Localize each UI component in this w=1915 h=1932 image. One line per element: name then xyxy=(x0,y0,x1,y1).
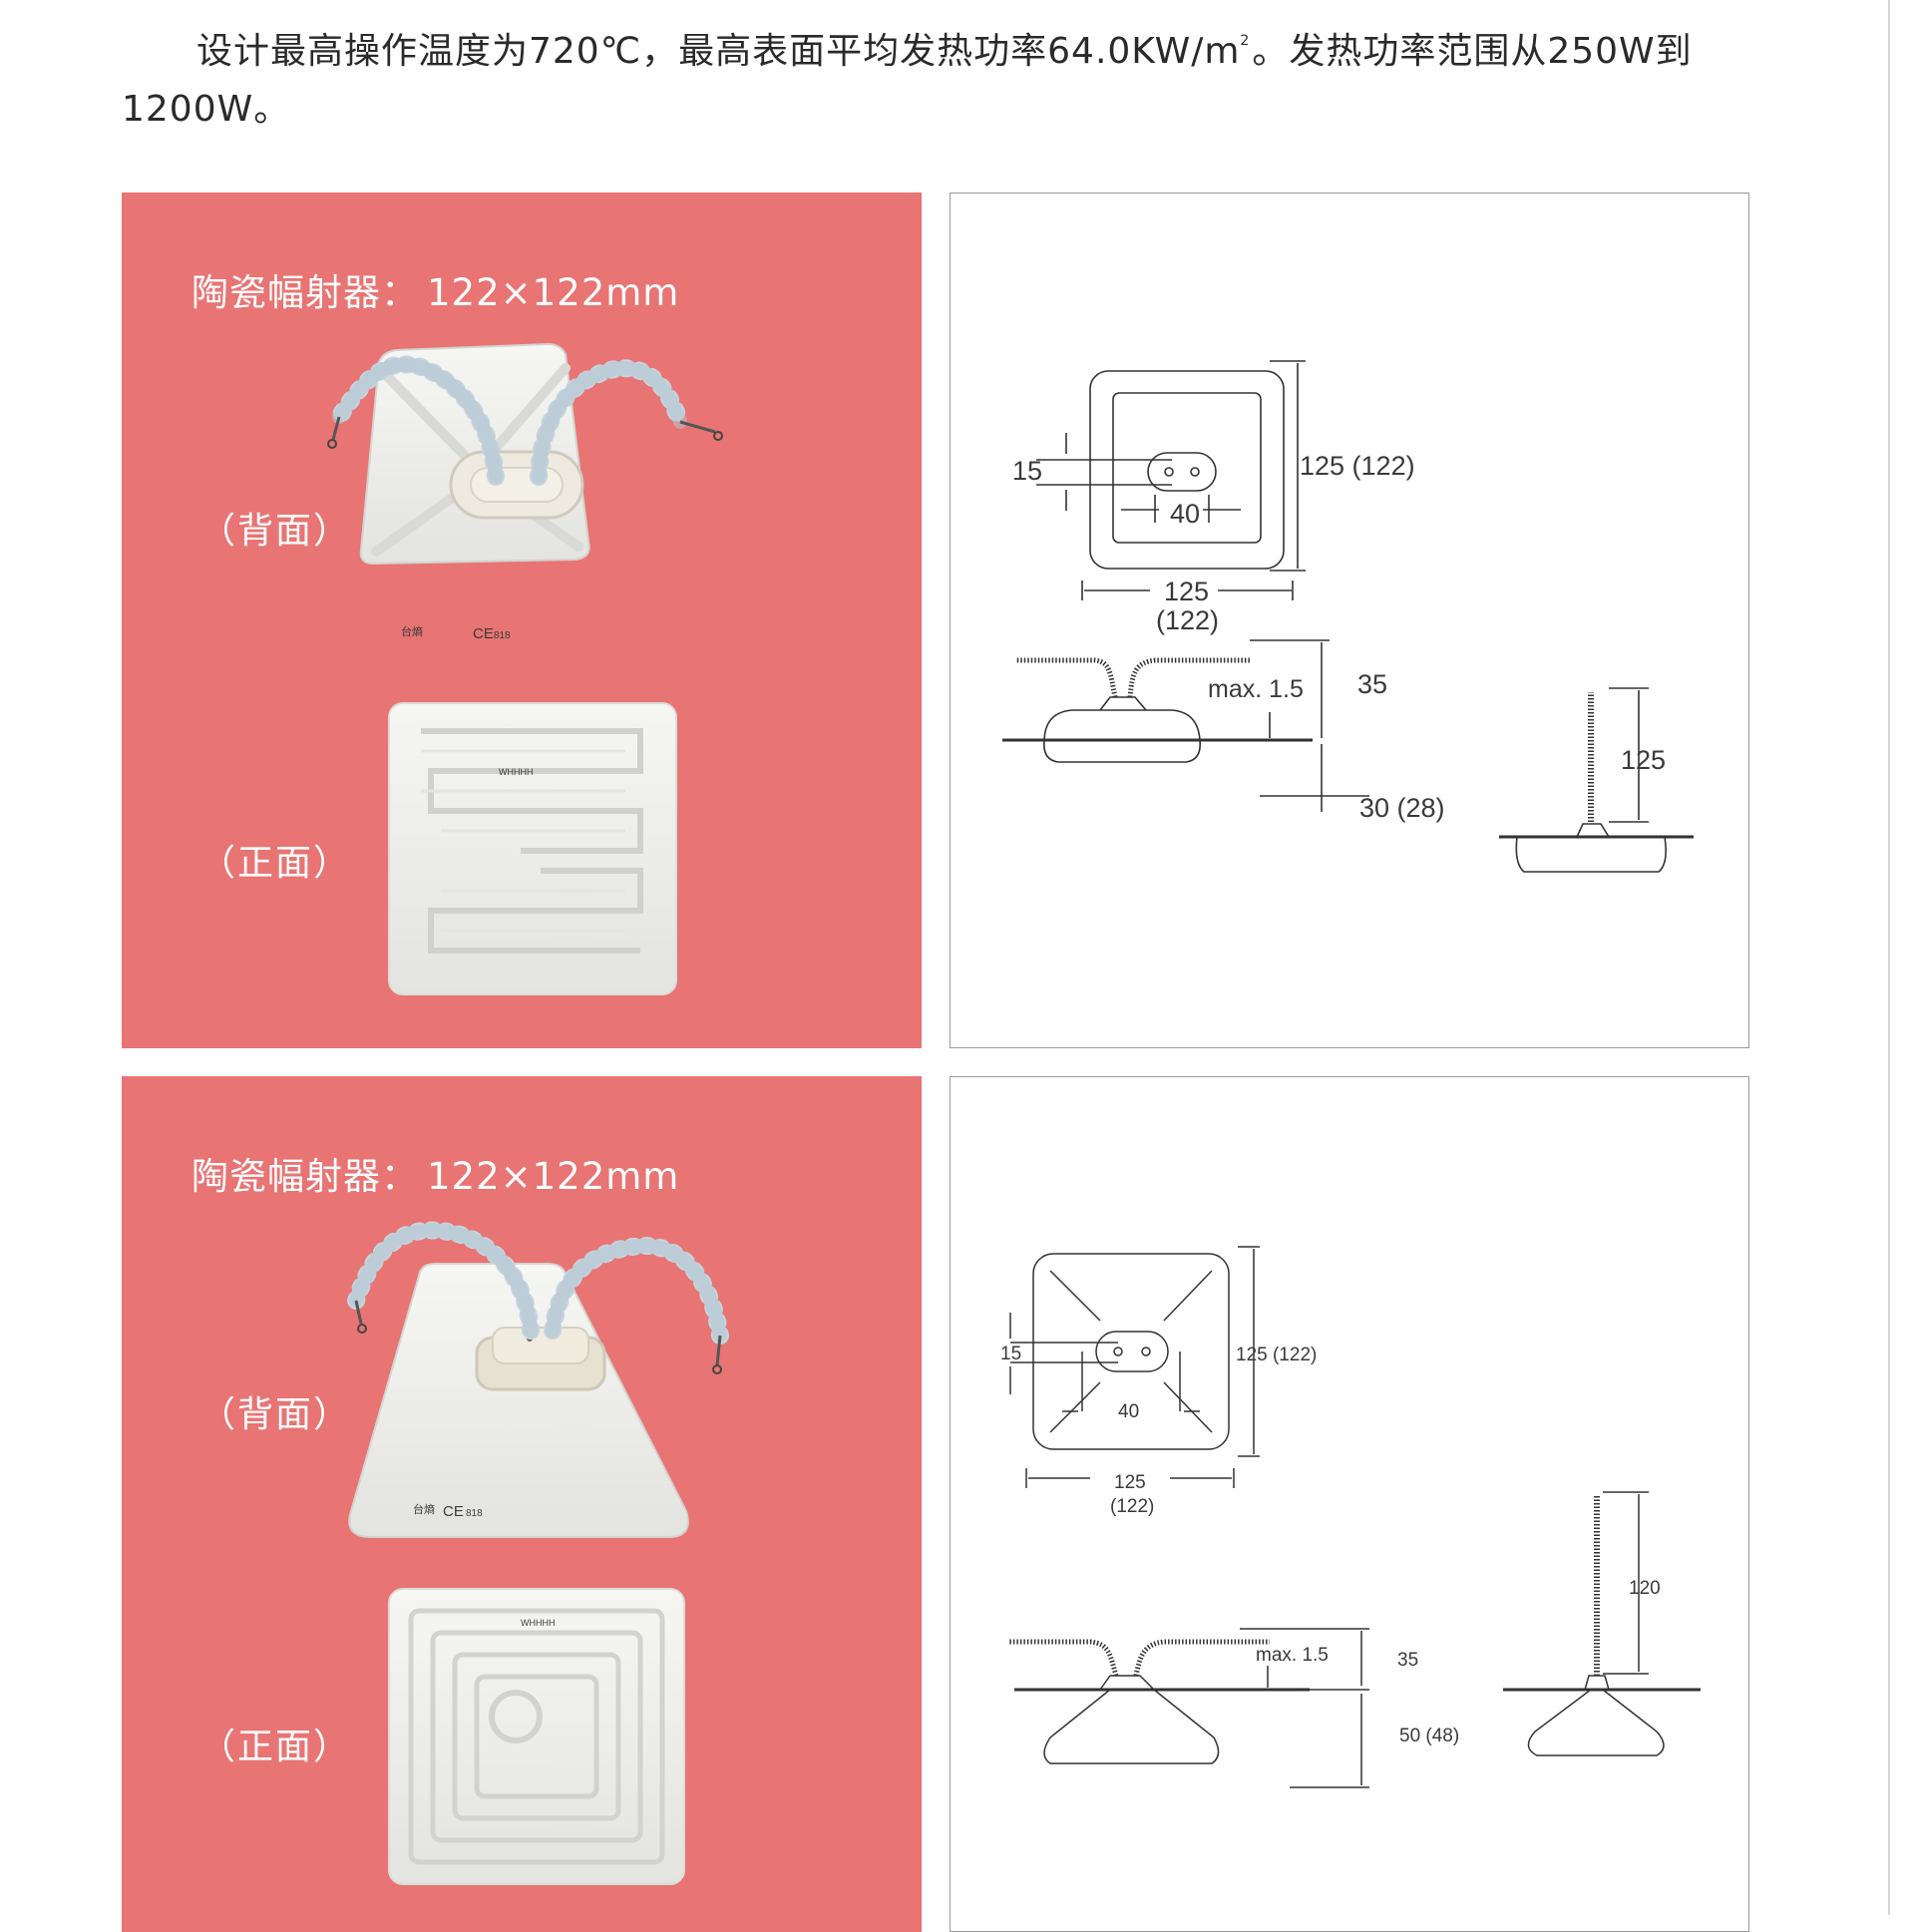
panel-title: 陶瓷幅射器：122×122mm xyxy=(192,271,680,314)
svg-text:125: 125 xyxy=(1621,745,1666,775)
svg-text:40: 40 xyxy=(1118,1401,1139,1422)
svg-text:max. 1.5: max. 1.5 xyxy=(1256,1645,1329,1666)
svg-text:15: 15 xyxy=(1000,1344,1021,1364)
end-view-labels: 120 xyxy=(1629,1578,1661,1599)
svg-text:125: 125 xyxy=(1114,1472,1146,1493)
technical-drawing: 15 40 125 (122) 125 (122) max. 1.5 35 50… xyxy=(1000,1246,1701,1788)
svg-text:125 (122): 125 (122) xyxy=(1300,451,1415,481)
svg-text:(122): (122) xyxy=(1156,605,1219,635)
svg-text:40: 40 xyxy=(1170,499,1200,529)
svg-text:15: 15 xyxy=(1012,456,1042,486)
svg-text:35: 35 xyxy=(1397,1650,1418,1671)
emitter-front-photo: WHHHH xyxy=(388,1588,685,1885)
end-view xyxy=(1503,1491,1701,1756)
page-edge-line xyxy=(1888,0,1890,1915)
top-view xyxy=(1036,360,1306,600)
svg-text:30 (28): 30 (28) xyxy=(1359,793,1445,823)
panel-title: 陶瓷幅射器：122×122mm xyxy=(192,1155,680,1198)
emitter-back-photo: 台熵 CE 818 xyxy=(347,1221,729,1538)
svg-text:35: 35 xyxy=(1357,669,1387,699)
product-photo-panel-1: 陶瓷幅射器：122×122mm （背面） （正面） 台熵 CE 818 xyxy=(122,193,922,1048)
side-view xyxy=(1008,1628,1369,1788)
ce-mark: CE xyxy=(473,625,494,642)
emitter-back-photo: 台熵 CE 818 xyxy=(327,342,723,642)
svg-text:125 (122): 125 (122) xyxy=(1236,1345,1317,1365)
top-view-labels: 15 40 125 (122) 125 (122) xyxy=(1000,1344,1317,1517)
product-drawing-panel-2: 15 40 125 (122) 125 (122) max. 1.5 35 50… xyxy=(950,1076,1749,1932)
emitter-front-photo: WHHHH xyxy=(388,702,677,995)
svg-text:818: 818 xyxy=(466,1508,483,1519)
emitter-photos: 台熵 CE 818 WHHHH xyxy=(347,1221,729,1885)
intro-paragraph: 设计最高操作温度为720℃，最高表面平均发热功率64.0KW/m2。发热功率范围… xyxy=(122,12,1757,139)
side-view xyxy=(1002,639,1369,812)
ce-mark: CE xyxy=(443,1503,464,1520)
front-label: （正面） xyxy=(199,843,352,884)
product-drawing-panel-1: 15 40 125 (122) 125 (122) max. 1.5 35 30… xyxy=(950,193,1749,1048)
back-label: （背面） xyxy=(199,511,352,552)
intro-line-1: 设计最高操作温度为720℃，最高表面平均发热功率64.0KW/m2。发热功率范围… xyxy=(196,31,1693,72)
svg-text:(122): (122) xyxy=(1110,1496,1154,1517)
svg-text:125: 125 xyxy=(1164,577,1209,606)
svg-text:50 (48): 50 (48) xyxy=(1399,1726,1459,1746)
emitter-brand-mark: 台熵 xyxy=(413,1502,435,1516)
top-view xyxy=(1009,1246,1260,1488)
svg-text:120: 120 xyxy=(1629,1578,1661,1599)
svg-text:WHHHH: WHHHH xyxy=(499,767,534,777)
emitter-brand-mark: 台熵 xyxy=(401,624,423,638)
side-view-labels: max. 1.5 35 50 (48) xyxy=(1256,1645,1459,1746)
front-label: （正面） xyxy=(199,1727,352,1767)
top-view-labels: 15 40 125 (122) 125 (122) xyxy=(1012,451,1415,635)
back-label: （背面） xyxy=(199,1394,352,1435)
svg-text:WHHHH: WHHHH xyxy=(521,1618,556,1628)
intro-line-2: 1200W。 xyxy=(122,89,291,130)
end-view xyxy=(1499,687,1694,873)
technical-drawing: 15 40 125 (122) 125 (122) max. 1.5 35 30… xyxy=(1002,360,1694,873)
svg-text:max. 1.5: max. 1.5 xyxy=(1208,675,1304,703)
side-view-labels: max. 1.5 35 30 (28) xyxy=(1208,669,1445,823)
emitter-photos: 台熵 CE 818 WHHHH xyxy=(327,342,723,995)
end-view-labels: 125 xyxy=(1621,745,1666,775)
product-photo-panel-2: 陶瓷幅射器：122×122mm （背面） （正面） 台熵 CE 818 xyxy=(122,1076,922,1932)
svg-text:818: 818 xyxy=(494,630,511,641)
